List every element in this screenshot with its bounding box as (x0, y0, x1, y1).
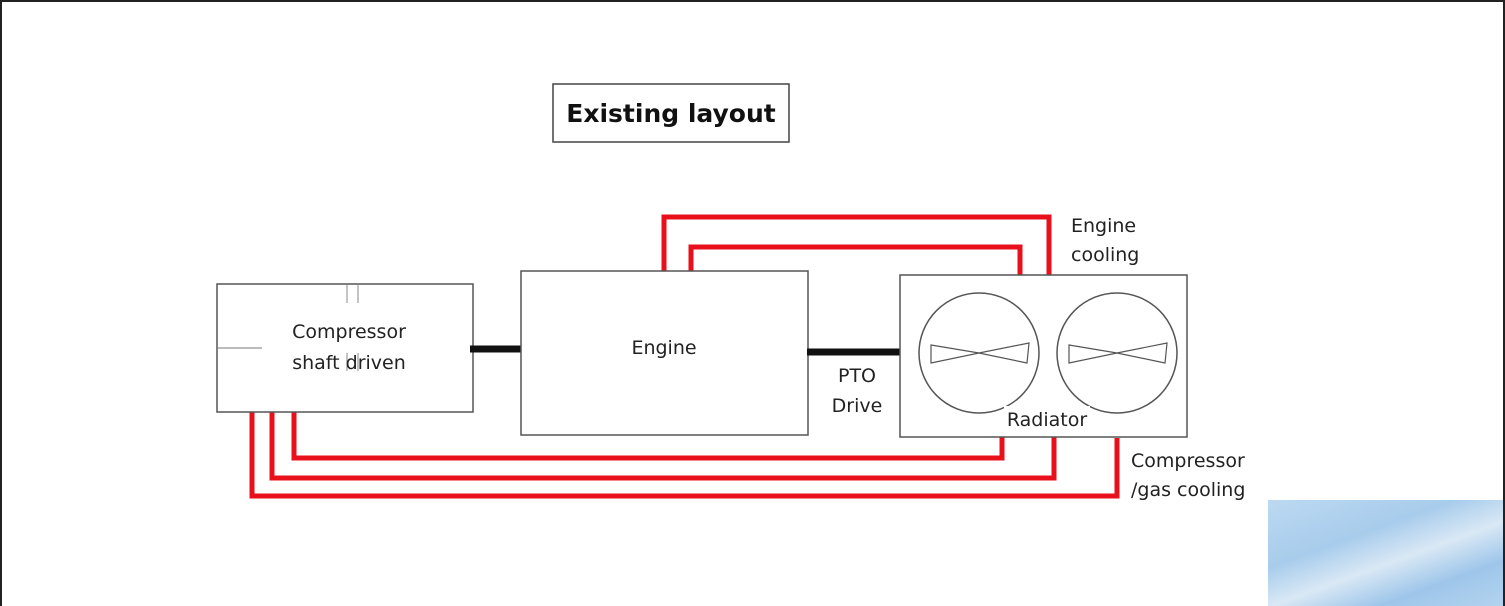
engine-label: Engine (631, 337, 696, 359)
engine-cooling-pipe-inner (688, 244, 1023, 276)
compressor-label-line1: Compressor (292, 321, 406, 343)
fan-left-ring (918, 292, 1040, 414)
compressor-cooling-pipes (249, 412, 1120, 499)
engine-cooling-pipes (661, 214, 1052, 276)
title-frame (552, 83, 790, 143)
engine-cooling-pipe-outer (661, 214, 1052, 276)
fan-left (918, 292, 1040, 414)
fan-right (1056, 292, 1178, 414)
compressor-cooling-pipe-1 (291, 412, 1005, 461)
compressor-cooling-pipe-3 (249, 412, 1120, 499)
radiator-label-bg (1004, 406, 1090, 430)
compressor-cooling-label-line2: /gas cooling (1131, 479, 1245, 501)
radiator-block: Radiator (899, 274, 1188, 438)
pto-label-line1: PTO (838, 365, 876, 387)
sky-image-fragment (1268, 500, 1503, 606)
fan-left-blades-icon (930, 342, 1030, 364)
diagram-title: Existing layout (566, 99, 776, 128)
engine-block: Engine (520, 270, 809, 436)
compressor-label-line2: shaft driven (292, 352, 406, 374)
compressor-cooling-label-line1: Compressor (1131, 450, 1245, 472)
compressor-cooling-pipe-2 (269, 412, 1057, 481)
compressor-block: Compressor shaft driven (216, 283, 474, 413)
fan-right-ring (1056, 292, 1178, 414)
fan-right-blades-icon (1068, 342, 1168, 364)
engine-box (520, 270, 809, 436)
radiator-label: Radiator (1007, 409, 1087, 431)
engine-cooling-label-line2: cooling (1071, 244, 1139, 266)
pto-label-line2: Drive (832, 395, 883, 417)
title-box: Existing layout (552, 83, 790, 143)
engine-cooling-label-line1: Engine (1071, 215, 1136, 237)
